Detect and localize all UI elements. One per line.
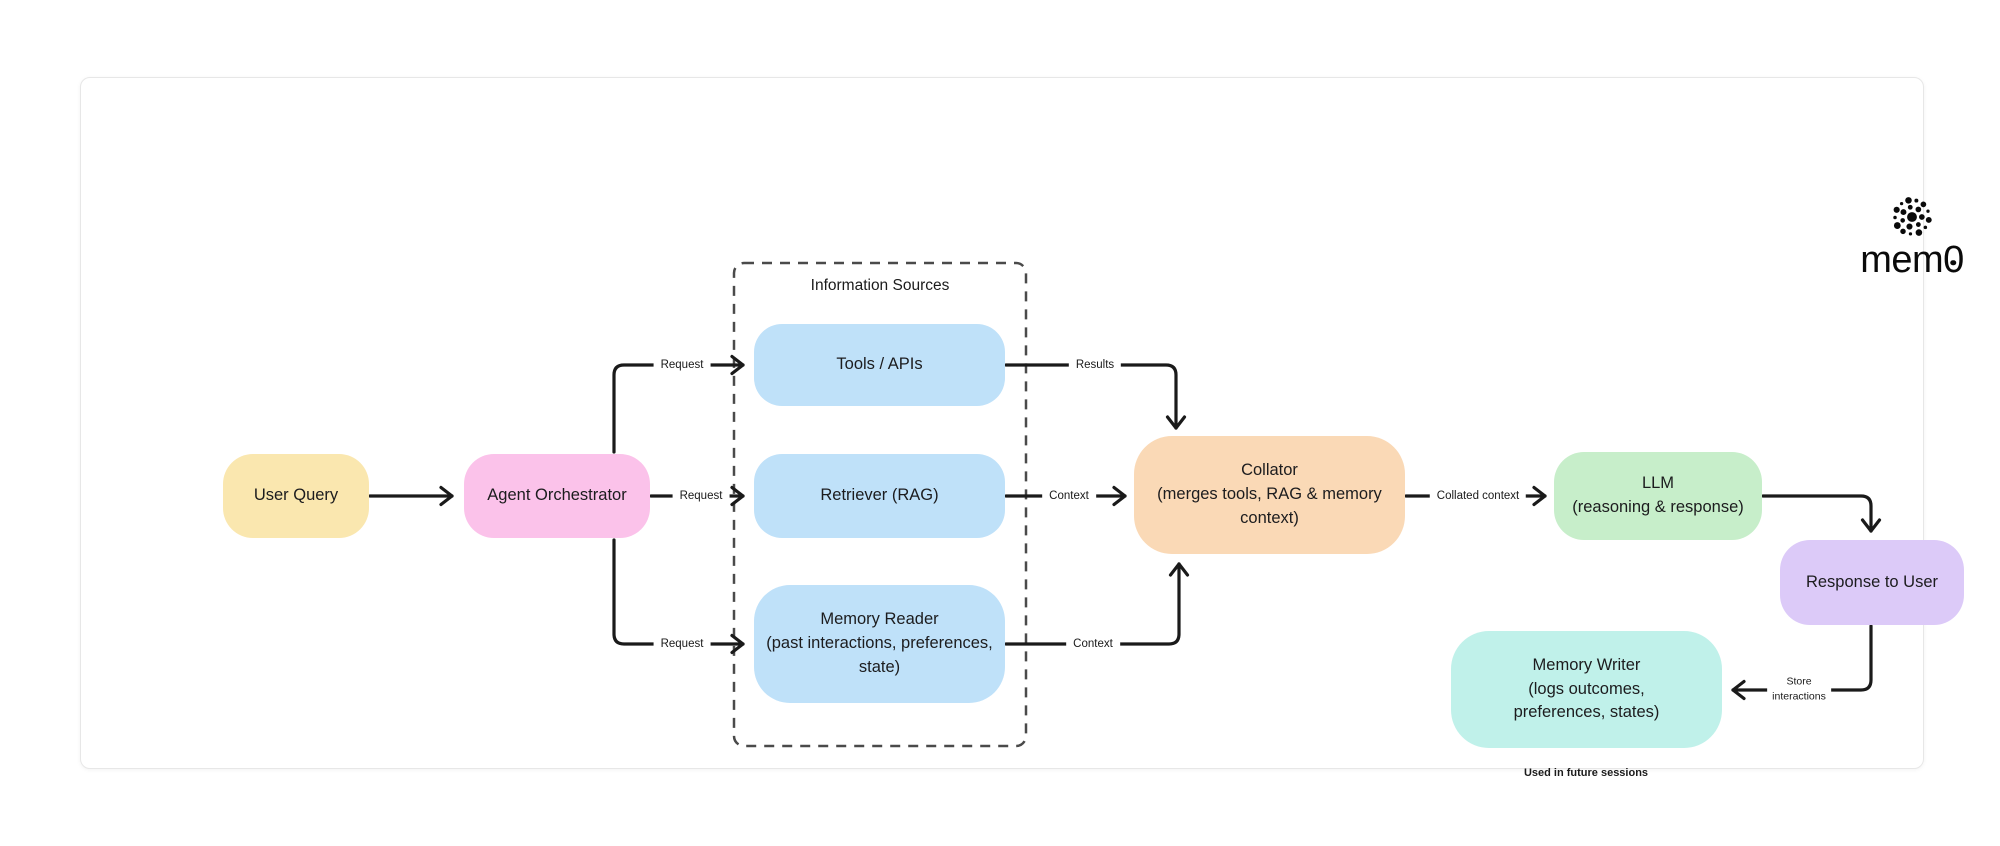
edge-orchestrator-memoryreader xyxy=(612,538,745,655)
node-response-to-user: Response to User xyxy=(1780,540,1964,625)
edge-label-context-rag: Context xyxy=(1042,486,1096,506)
edge-tools-collator xyxy=(1004,363,1187,430)
edge-label-request-tools: Request xyxy=(653,355,711,375)
mem0-logo-text-mem: mem xyxy=(1860,239,1944,281)
node-user-query-label: User Query xyxy=(253,486,339,505)
node-tools-apis-label: Tools / APIs xyxy=(836,355,923,374)
node-agent-orchestrator: Agent Orchestrator xyxy=(464,454,650,538)
node-collator-label: Collator (merges tools, RAG & memory con… xyxy=(1157,461,1382,527)
memory-writer-caption: Used in future sessions xyxy=(1523,767,1649,779)
edge-label-results: Results xyxy=(1068,355,1122,375)
mem0-logo-text-zero: 0 xyxy=(1943,239,1964,281)
mem0-logo: mem0 xyxy=(1847,194,1977,281)
mem0-logo-icon xyxy=(1893,197,1932,236)
edge-label-context-memory: Context xyxy=(1066,634,1120,654)
edge-orchestrator-tools xyxy=(612,354,745,454)
edge-memoryreader-collator xyxy=(1004,562,1190,646)
edge-label-request-retriever: Request xyxy=(672,486,730,506)
information-sources-title: Information Sources xyxy=(810,277,950,294)
edge-label-collated-context: Collated context xyxy=(1429,486,1527,506)
node-user-query: User Query xyxy=(223,454,369,538)
node-response-to-user-label: Response to User xyxy=(1805,572,1939,591)
node-llm: LLM (reasoning & response) xyxy=(1554,452,1762,540)
node-memory-writer-label: Memory Writer (logs outcomes, preference… xyxy=(1513,655,1660,722)
node-retriever-rag: Retriever (RAG) xyxy=(754,454,1005,538)
edge-llm-response xyxy=(1761,494,1882,533)
mem0-logo-text: mem0 xyxy=(1847,239,1977,281)
node-llm-label: LLM (reasoning & response) xyxy=(1572,474,1744,516)
node-memory-reader-label: Memory Reader (past interactions, prefer… xyxy=(766,610,993,676)
diagram-canvas: Information Sources User Query Agent Orc… xyxy=(80,77,1964,779)
edge-label-request-memory: Request xyxy=(653,634,711,654)
edge-label-store-interactions: Store interactions xyxy=(1767,673,1831,705)
node-memory-writer: Memory Writer (logs outcomes, preference… xyxy=(1451,631,1722,748)
node-memory-reader: Memory Reader (past interactions, prefer… xyxy=(754,585,1005,703)
node-tools-apis: Tools / APIs xyxy=(754,324,1005,406)
node-agent-orchestrator-label: Agent Orchestrator xyxy=(487,486,627,505)
node-collator: Collator (merges tools, RAG & memory con… xyxy=(1134,436,1405,554)
node-retriever-rag-label: Retriever (RAG) xyxy=(820,486,939,505)
